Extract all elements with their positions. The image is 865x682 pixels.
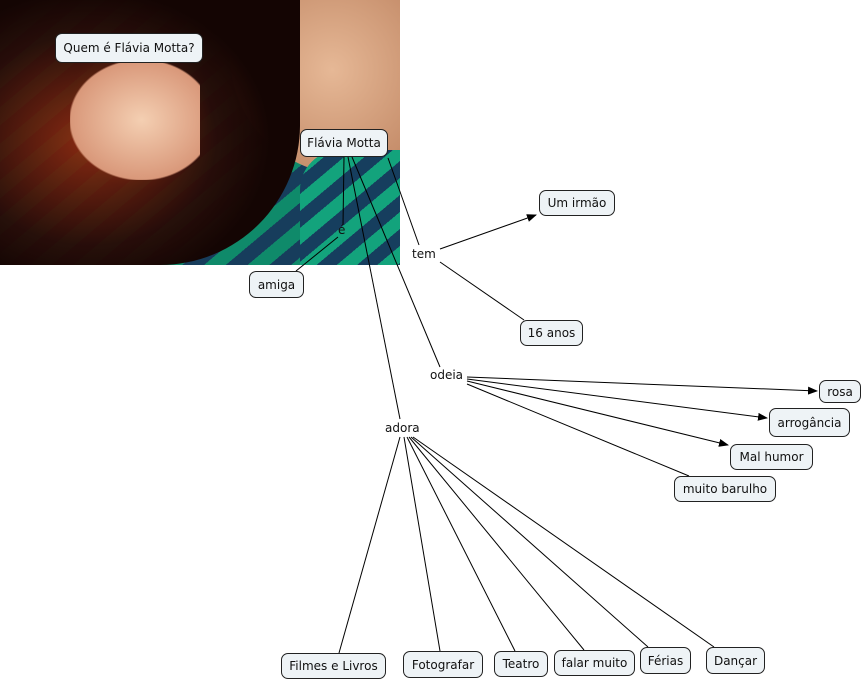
line-adora-ferias [410, 436, 649, 648]
line-adora-fotografar [403, 436, 441, 652]
concept-arrogancia[interactable]: arrogância [769, 408, 850, 437]
linking-word-tem[interactable]: tem [412, 247, 436, 261]
line-flavia-tem [387, 157, 420, 246]
line-flavia-adora [347, 156, 401, 420]
concept-mal-humor[interactable]: Mal humor [730, 444, 813, 470]
concept-16-anos[interactable]: 16 anos [520, 320, 583, 346]
line-odeia-rosa [466, 376, 818, 395]
concept-rosa[interactable]: rosa [819, 380, 861, 403]
linking-word-e[interactable]: é [338, 223, 346, 237]
line-e-amiga [295, 236, 339, 272]
line-adora-dancar [412, 436, 715, 648]
line-adora-filmes [338, 436, 401, 654]
line-adora-falar [408, 436, 585, 651]
concept-falar-muito[interactable]: falar muito [554, 650, 635, 676]
line-odeia-malhumor [466, 380, 729, 447]
concept-filmes-livros[interactable]: Filmes e Livros [281, 653, 386, 679]
central-node[interactable]: Flávia Motta [300, 129, 388, 157]
concept-ferias[interactable]: Férias [640, 647, 691, 674]
concept-muito-barulho[interactable]: muito barulho [674, 476, 776, 502]
line-flavia-e [342, 156, 345, 226]
concept-um-irmao[interactable]: Um irmão [539, 190, 615, 216]
line-odeia-barulho [466, 383, 690, 477]
title-node[interactable]: Quem é Flávia Motta? [55, 33, 203, 63]
line-odeia-arrogancia [466, 378, 768, 421]
concept-fotografar[interactable]: Fotografar [403, 651, 483, 678]
concept-amiga[interactable]: amiga [249, 271, 304, 298]
linking-word-odeia[interactable]: odeia [430, 368, 464, 382]
line-tem-16anos [439, 261, 525, 321]
line-flavia-odeia [351, 156, 441, 368]
concept-dancar[interactable]: Dançar [706, 647, 765, 674]
line-adora-teatro [406, 436, 516, 652]
line-tem-irmao [439, 214, 537, 250]
concept-teatro[interactable]: Teatro [494, 651, 548, 677]
linking-word-adora[interactable]: adora [385, 421, 420, 435]
